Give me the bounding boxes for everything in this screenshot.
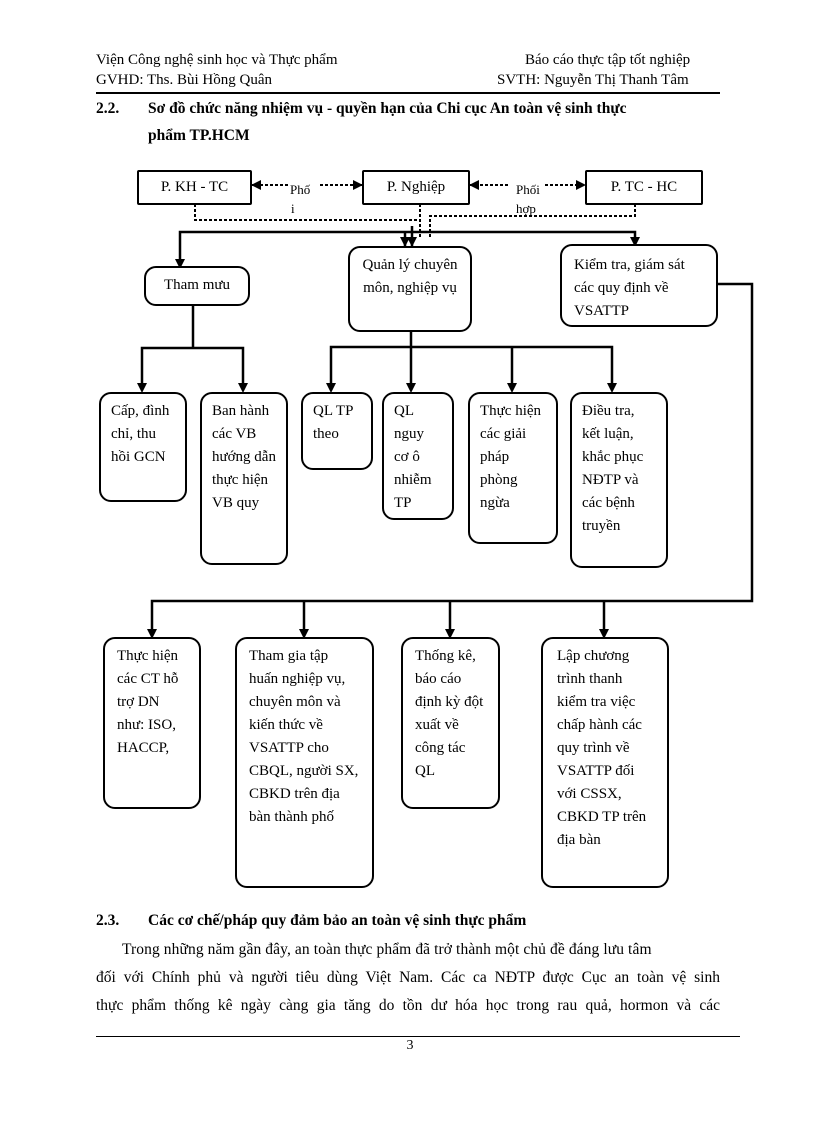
box-food-management: QL TP theo	[301, 392, 373, 470]
box-dept-organization-admin-label: P. TC - HC	[610, 179, 678, 195]
box-certificate: Cấp, đình chỉ, thu hồi GCN	[99, 392, 187, 502]
body-paragraph: Trong những năm gần đây, an toàn thực ph…	[96, 936, 720, 1020]
box-dept-professional: P. Nghiệp	[362, 170, 470, 205]
box-inspection-supervision: Kiểm tra, giám sát các quy định về VSATT…	[560, 244, 718, 327]
box-training: Tham gia tập huấn nghiệp vụ, chuyên môn …	[235, 637, 374, 888]
section-22-title: 2.2. Sơ đồ chức năng nhiệm vụ - quyền hạn…	[96, 97, 627, 121]
paragraph-line: đối với Chính phủ và người tiêu dùng Việ…	[96, 969, 720, 986]
section-23-title: 2.3. Các cơ chế/pháp quy đảm bảo an toàn …	[96, 909, 526, 933]
section-23-number: 2.3.	[96, 912, 120, 929]
paragraph-line: Trong những năm gần đây, an toàn thực ph…	[122, 941, 652, 958]
header-rule	[96, 92, 720, 94]
box-inspection-supervision-label: Kiểm tra, giám sát các quy định về VSATT…	[574, 257, 685, 319]
header-student: SVTH: Nguyễn Thị Thanh Tâm	[497, 72, 689, 88]
box-inspection-program-label: Lập chương trình thanh kiểm tra việc chấ…	[557, 648, 647, 848]
paragraph-line: thực phẩm thống kê ngày càng gia tăng do…	[96, 997, 720, 1014]
box-dept-organization-admin: P. TC - HC	[585, 170, 703, 205]
box-professional-management-label: Quản lý chuyên môn, nghiệp vụ	[362, 257, 458, 296]
box-business-support: Thực hiện các CT hỗ trợ DN như: ISO, HAC…	[103, 637, 201, 809]
box-certificate-label: Cấp, đình chỉ, thu hồi GCN	[111, 403, 170, 465]
box-food-poisoning-investigation-label: Điều tra, kết luận, khắc phục NĐTP và cá…	[582, 403, 644, 534]
header-report-type: Báo cáo thực tập tốt nghiệp	[525, 52, 691, 68]
box-prevention-measures-label: Thực hiện các giải pháp phòng ngừa	[480, 403, 542, 511]
box-dept-professional-label: P. Nghiệp	[386, 179, 446, 195]
coord-label-left-2: i	[291, 201, 295, 216]
box-contamination-risk: QL nguy cơ ô nhiễm TP	[382, 392, 454, 520]
box-contamination-risk-label: QL nguy cơ ô nhiễm TP	[394, 403, 432, 511]
box-dept-planning-finance-label: P. KH - TC	[160, 179, 229, 195]
footer-rule	[96, 1036, 740, 1037]
coord-label-right-1: Phối	[516, 182, 540, 197]
box-guidance-documents-label: Ban hành các VB hướng dẫn thực hiện VB q…	[212, 403, 276, 511]
coord-label-right-2: hợp	[516, 201, 536, 216]
box-advisory-label: Tham mưu	[163, 277, 231, 293]
box-advisory: Tham mưu	[144, 266, 250, 306]
header-supervisor: GVHD: Ths. Bùi Hồng Quân	[96, 72, 272, 88]
org-chart-connectors	[137, 180, 754, 639]
section-22-title-line1: Sơ đồ chức năng nhiệm vụ - quyền hạn của…	[148, 100, 627, 117]
box-professional-management: Quản lý chuyên môn, nghiệp vụ	[348, 246, 472, 332]
page-number: 3	[406, 1038, 414, 1053]
box-business-support-label: Thực hiện các CT hỗ trợ DN như: ISO, HAC…	[117, 648, 179, 756]
box-statistics-reporting: Thống kê, báo cáo định kỳ đột xuất về cô…	[401, 637, 500, 809]
box-guidance-documents: Ban hành các VB hướng dẫn thực hiện VB q…	[200, 392, 288, 565]
section-22-title-line2: phẩm TP.HCM	[148, 127, 250, 144]
header-institute: Viện Công nghệ sinh học và Thực phẩm	[96, 52, 338, 68]
section-22-number: 2.2.	[96, 100, 120, 117]
box-prevention-measures: Thực hiện các giải pháp phòng ngừa	[468, 392, 558, 544]
section-23-title-text: Các cơ chế/pháp quy đảm bảo an toàn vệ s…	[148, 912, 527, 929]
box-food-management-label: QL TP theo	[313, 403, 353, 442]
box-inspection-program: Lập chương trình thanh kiểm tra việc chấ…	[541, 637, 669, 888]
box-food-poisoning-investigation: Điều tra, kết luận, khắc phục NĐTP và cá…	[570, 392, 668, 568]
coord-label-left-1: Phố	[290, 182, 311, 197]
box-dept-planning-finance: P. KH - TC	[137, 170, 252, 205]
box-statistics-reporting-label: Thống kê, báo cáo định kỳ đột xuất về cô…	[415, 648, 484, 779]
box-training-label: Tham gia tập huấn nghiệp vụ, chuyên môn …	[249, 648, 359, 825]
